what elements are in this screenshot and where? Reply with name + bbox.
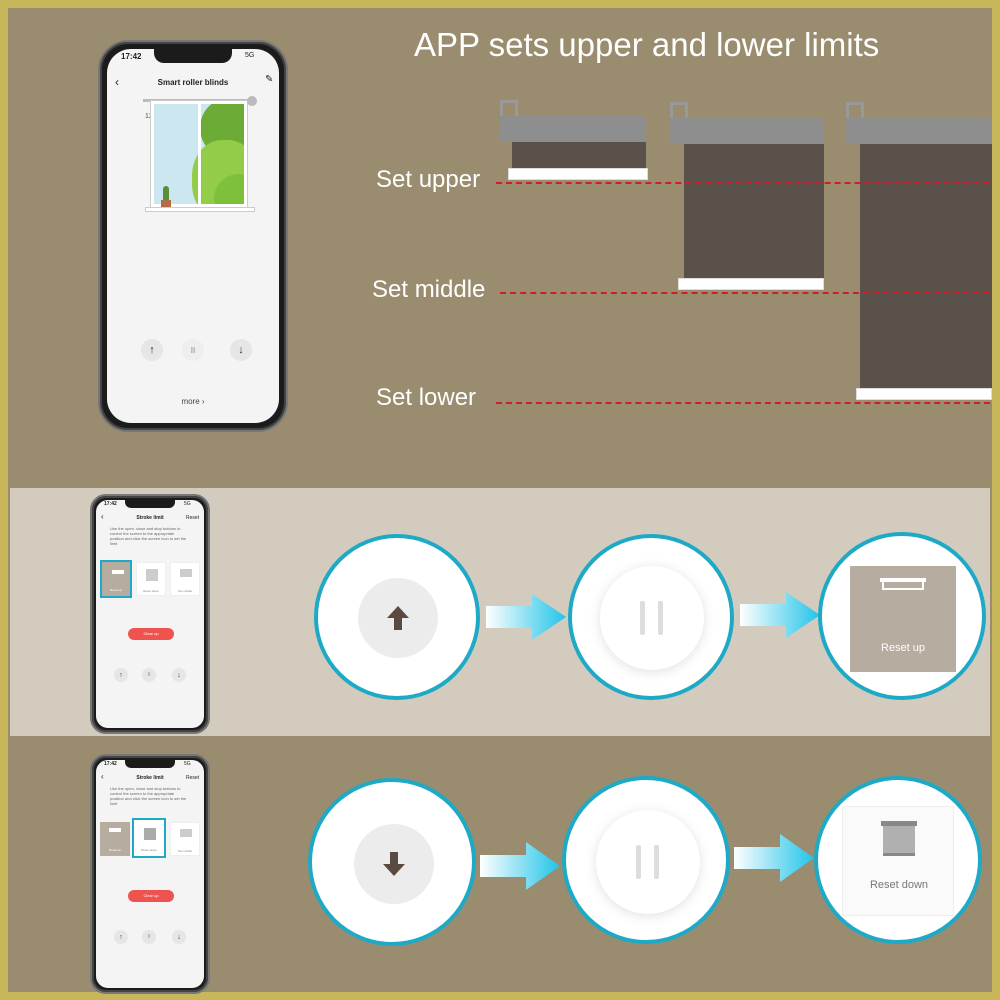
status-signal: 5G	[184, 761, 191, 767]
blind-bracket	[846, 102, 864, 118]
main-phone-screen: 17:42 5G ‹ Smart roller blinds ✎ 12:50Th…	[107, 49, 279, 423]
blind-icon-roll	[880, 578, 926, 582]
set-middle-label: Set middle	[372, 276, 486, 303]
blind-icon	[882, 582, 924, 590]
phone-notch	[125, 760, 175, 768]
status-time: 17:42	[104, 761, 117, 767]
back-icon[interactable]: ‹	[101, 772, 104, 781]
blind-fabric-lower	[860, 144, 992, 388]
blind-icon-roll	[881, 821, 917, 826]
reset-up-tile-large[interactable]: Reset up	[850, 566, 956, 672]
reset-link[interactable]: Reset	[186, 775, 200, 781]
arrow-up-icon	[387, 606, 409, 630]
pause-button-large[interactable]	[600, 566, 704, 670]
close-button[interactable]: ↓	[172, 930, 186, 944]
status-signal: 5G	[184, 501, 191, 507]
back-icon[interactable]: ‹	[115, 75, 119, 89]
blind-fabric-upper	[512, 142, 646, 168]
arrow-down-icon	[383, 852, 405, 876]
open-button[interactable]: ↑	[141, 339, 163, 361]
lower-limit-line	[496, 402, 990, 404]
edit-icon[interactable]: ✎	[265, 74, 274, 85]
blind-icon	[883, 826, 915, 856]
set-lower-label: Set lower	[376, 384, 477, 411]
flow-arrow-icon	[734, 834, 814, 882]
upper-limit-line	[496, 182, 990, 184]
reset-down-label: Reset down	[869, 879, 929, 891]
tile-set-middle[interactable]: Set middle	[170, 822, 200, 856]
instructions: Use the open, close and stop buttons to …	[110, 786, 187, 806]
reset-up-label: Reset up	[880, 642, 926, 654]
open-button[interactable]: ↑	[114, 668, 128, 682]
blind-bracket	[670, 102, 688, 118]
screen-title: Smart roller blinds	[157, 78, 229, 87]
zoom-pause-button	[562, 776, 730, 944]
curtain-rod	[143, 99, 255, 102]
close-button-large[interactable]	[354, 824, 434, 904]
set-upper-label: Set upper	[376, 166, 481, 193]
flow-arrow-icon	[486, 594, 566, 640]
stroke-phone-down: 17:42 5G ‹ Stroke limit Reset Use the op…	[90, 754, 210, 994]
pause-button[interactable]: II	[142, 930, 156, 944]
tile-reset-down[interactable]: Reset down	[132, 818, 166, 858]
close-button[interactable]: ↓	[172, 668, 186, 682]
blind-roller	[500, 116, 646, 142]
flow-arrow-icon	[480, 842, 560, 890]
phone-notch	[154, 49, 232, 63]
more-link[interactable]: more ›	[181, 397, 205, 406]
tile-reset-down[interactable]: Reset down	[136, 562, 166, 596]
pause-button[interactable]: II	[142, 668, 156, 682]
blind-bottom-bar-middle	[678, 278, 824, 290]
stroke-screen-down: 17:42 5G ‹ Stroke limit Reset Use the op…	[96, 760, 204, 988]
screen-title: Stroke limit	[136, 775, 164, 781]
blind-bottom-bar-lower	[856, 388, 992, 400]
tile-reset-up[interactable]: Reset up	[100, 822, 130, 856]
blind-roller	[670, 118, 824, 144]
window-sill	[145, 207, 255, 212]
phone-notch	[125, 500, 175, 508]
zoom-reset-down-tile: Reset down	[814, 776, 982, 944]
pause-button-large[interactable]	[596, 810, 700, 914]
blind-roller	[846, 118, 992, 144]
tile-set-middle[interactable]: Set middle	[170, 562, 200, 596]
close-button[interactable]: ↓	[230, 339, 252, 361]
blind-bottom-bar-upper	[508, 168, 648, 180]
cactus-icon	[163, 186, 169, 204]
zoom-reset-up-tile: Reset up	[818, 532, 986, 700]
middle-limit-line	[500, 292, 990, 294]
pause-button[interactable]: II	[182, 339, 204, 361]
clear-button[interactable]: Clear up	[128, 628, 174, 640]
tile-reset-up[interactable]: Reset up	[100, 560, 132, 598]
window-pane	[151, 101, 247, 207]
reset-link[interactable]: Reset	[186, 515, 200, 521]
open-button-large[interactable]	[358, 578, 438, 658]
stroke-phone-up: 17:42 5G ‹ Stroke limit Reset Use the op…	[90, 494, 210, 734]
open-button[interactable]: ↑	[114, 930, 128, 944]
flow-arrow-icon	[740, 592, 820, 638]
pot-icon	[161, 200, 171, 207]
page-title: APP sets upper and lower limits	[414, 26, 880, 63]
back-icon[interactable]: ‹	[101, 512, 104, 521]
zoom-pause-button	[568, 534, 734, 700]
zoom-close-button	[308, 778, 476, 946]
status-time: 17:42	[104, 501, 117, 507]
status-time: 17:42	[121, 52, 142, 61]
screen-title: Stroke limit	[136, 515, 164, 521]
instructions: Use the open, close and stop buttons to …	[110, 526, 187, 546]
blind-bracket	[500, 100, 518, 116]
clear-button[interactable]: Clear up	[128, 890, 174, 902]
main-phone: 17:42 5G ‹ Smart roller blinds ✎ 12:50Th…	[98, 40, 288, 432]
blind-fabric-middle	[684, 144, 824, 278]
reset-down-tile-large[interactable]: Reset down	[842, 806, 954, 916]
stroke-screen-up: 17:42 5G ‹ Stroke limit Reset Use the op…	[96, 500, 204, 728]
zoom-open-button	[314, 534, 480, 700]
rod-knob	[247, 96, 257, 106]
status-signal: 5G	[245, 52, 255, 59]
